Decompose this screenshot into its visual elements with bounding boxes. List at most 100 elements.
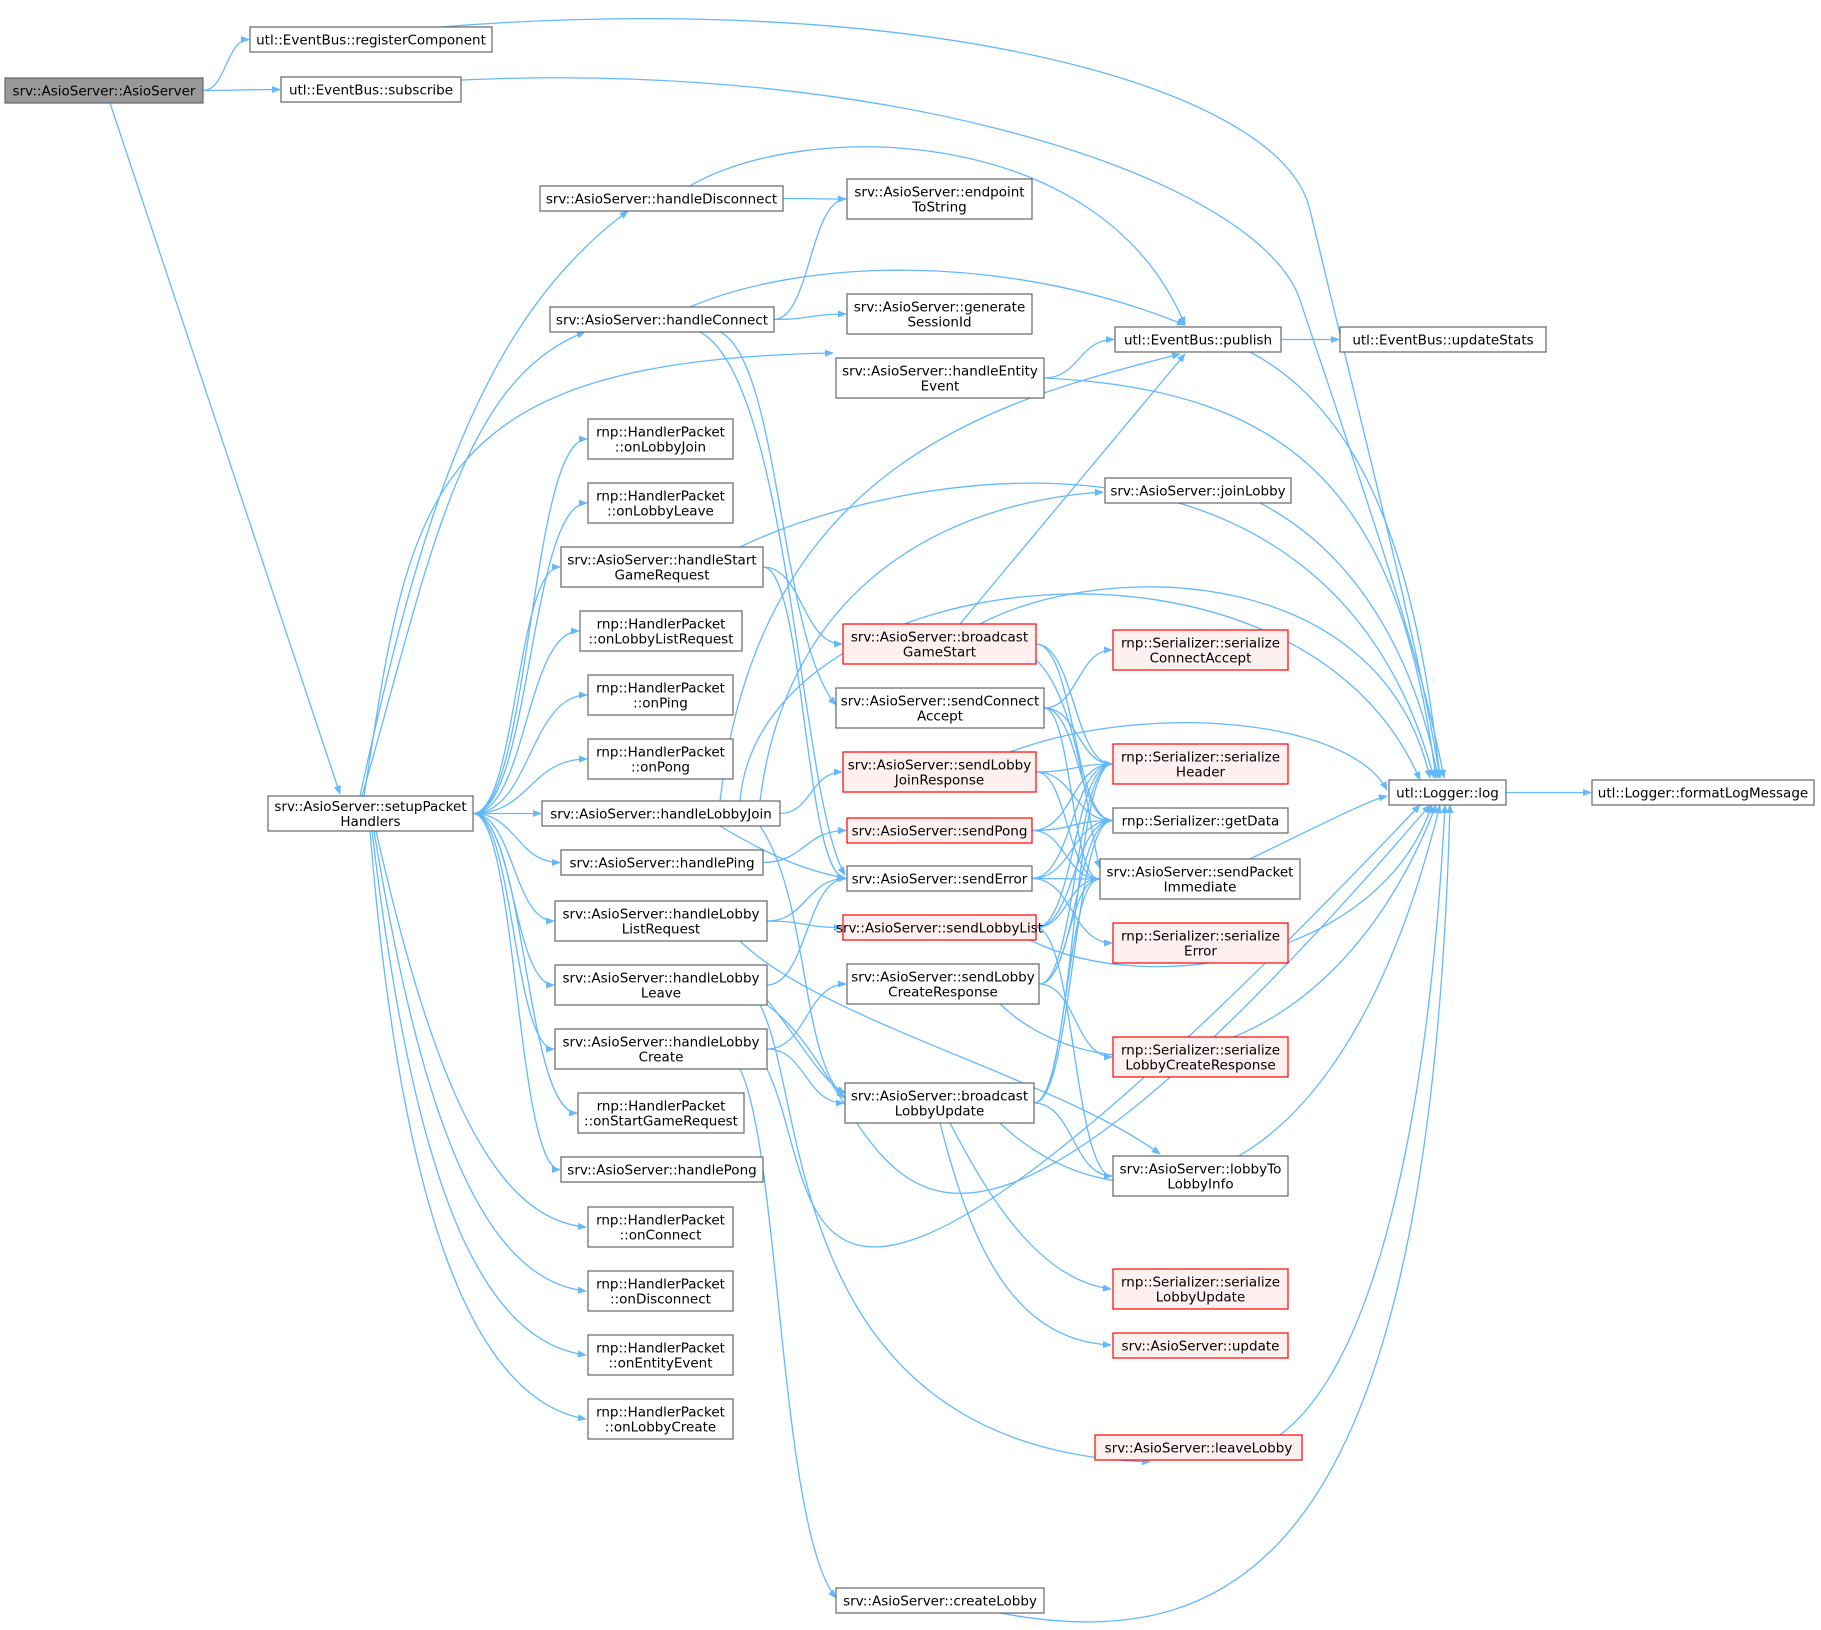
node-regComp[interactable]: utl::EventBus::registerComponent bbox=[249, 26, 493, 53]
node-box[interactable] bbox=[549, 306, 775, 333]
node-box[interactable] bbox=[280, 76, 462, 103]
node-updStats[interactable]: utl::EventBus::updateStats bbox=[1339, 326, 1547, 353]
node-box[interactable] bbox=[842, 914, 1037, 941]
node-box[interactable] bbox=[267, 795, 474, 832]
node-box[interactable] bbox=[1112, 743, 1289, 785]
node-box[interactable] bbox=[1099, 858, 1301, 900]
node-box[interactable] bbox=[1114, 326, 1282, 353]
node-publish[interactable]: utl::EventBus::publish bbox=[1114, 326, 1282, 353]
node-update[interactable]: srv::AsioServer::update bbox=[1112, 1332, 1289, 1359]
node-box[interactable] bbox=[1094, 1434, 1303, 1461]
node-box[interactable] bbox=[587, 1398, 734, 1440]
node-box[interactable] bbox=[587, 738, 734, 780]
node-onLLR[interactable]: rnp::HandlerPacket::onLobbyListRequest bbox=[579, 610, 743, 652]
node-hLJ[interactable]: srv::AsioServer::handleLobbyJoin bbox=[541, 800, 781, 827]
node-box[interactable] bbox=[587, 1270, 734, 1312]
node-box[interactable] bbox=[560, 546, 764, 588]
node-onDisc[interactable]: rnp::HandlerPacket::onDisconnect bbox=[587, 1270, 734, 1312]
node-hDisc[interactable]: srv::AsioServer::handleDisconnect bbox=[539, 185, 784, 212]
node-box[interactable] bbox=[1112, 1268, 1289, 1310]
node-box[interactable] bbox=[1112, 629, 1289, 671]
node-sErr[interactable]: srv::AsioServer::sendError bbox=[846, 865, 1033, 892]
node-box[interactable] bbox=[1112, 1332, 1289, 1359]
node-box[interactable] bbox=[846, 293, 1033, 335]
node-box[interactable] bbox=[554, 1028, 768, 1070]
node-box[interactable] bbox=[835, 1587, 1045, 1614]
node-box[interactable] bbox=[1112, 922, 1289, 964]
node-root[interactable]: srv::AsioServer::AsioServer bbox=[4, 77, 204, 104]
node-onLJ[interactable]: rnp::HandlerPacket::onLobbyJoin bbox=[587, 418, 734, 460]
node-box[interactable] bbox=[842, 623, 1037, 665]
node-onConn[interactable]: rnp::HandlerPacket::onConnect bbox=[587, 1206, 734, 1248]
node-box[interactable] bbox=[560, 1156, 764, 1183]
node-box[interactable] bbox=[249, 26, 493, 53]
node-box[interactable] bbox=[587, 1334, 734, 1376]
node-box[interactable] bbox=[846, 963, 1040, 1005]
node-joinLobby[interactable]: srv::AsioServer::joinLobby bbox=[1104, 477, 1292, 504]
node-hConn[interactable]: srv::AsioServer::handleConnect bbox=[549, 306, 775, 333]
node-box[interactable] bbox=[539, 185, 784, 212]
node-serLCR[interactable]: rnp::Serializer::serializeLobbyCreateRes… bbox=[1112, 1036, 1289, 1078]
node-box[interactable] bbox=[846, 178, 1033, 220]
node-box[interactable] bbox=[1339, 326, 1547, 353]
node-onLL[interactable]: rnp::HandlerPacket::onLobbyLeave bbox=[587, 482, 734, 524]
node-fmt[interactable]: utl::Logger::formatLogMessage bbox=[1591, 779, 1815, 806]
node-box[interactable] bbox=[835, 687, 1045, 729]
node-box[interactable] bbox=[846, 817, 1033, 844]
node-box[interactable] bbox=[587, 674, 734, 716]
node-box[interactable] bbox=[541, 800, 781, 827]
node-box[interactable] bbox=[846, 865, 1033, 892]
node-onEE[interactable]: rnp::HandlerPacket::onEntityEvent bbox=[587, 1334, 734, 1376]
node-onPong[interactable]: rnp::HandlerPacket::onPong bbox=[587, 738, 734, 780]
node-box[interactable] bbox=[554, 900, 768, 942]
node-onSGR[interactable]: rnp::HandlerPacket::onStartGameRequest bbox=[577, 1092, 745, 1134]
node-subscribe[interactable]: utl::EventBus::subscribe bbox=[280, 76, 462, 103]
node-box[interactable] bbox=[1112, 1036, 1289, 1078]
node-onPing[interactable]: rnp::HandlerPacket::onPing bbox=[587, 674, 734, 716]
node-box[interactable] bbox=[560, 849, 764, 876]
node-box[interactable] bbox=[579, 610, 743, 652]
node-box[interactable] bbox=[1112, 807, 1289, 834]
node-log[interactable]: utl::Logger::log bbox=[1388, 779, 1507, 806]
node-box[interactable] bbox=[554, 964, 768, 1006]
node-box[interactable] bbox=[835, 357, 1045, 399]
node-box[interactable] bbox=[577, 1092, 745, 1134]
node-box[interactable] bbox=[842, 751, 1037, 793]
node-box[interactable] bbox=[4, 77, 204, 104]
node-leave[interactable]: srv::AsioServer::leaveLobby bbox=[1094, 1434, 1303, 1461]
node-hPong[interactable]: srv::AsioServer::handlePong bbox=[560, 1156, 764, 1183]
node-box[interactable] bbox=[844, 1082, 1035, 1124]
node-onLC[interactable]: rnp::HandlerPacket::onLobbyCreate bbox=[587, 1398, 734, 1440]
node-cLobby[interactable]: srv::AsioServer::createLobby bbox=[835, 1587, 1045, 1614]
node-hPing[interactable]: srv::AsioServer::handlePing bbox=[560, 849, 764, 876]
node-box[interactable] bbox=[1104, 477, 1292, 504]
node-getData[interactable]: rnp::Serializer::getData bbox=[1112, 807, 1289, 834]
node-box[interactable] bbox=[587, 482, 734, 524]
node-sLL[interactable]: srv::AsioServer::sendLobbyList bbox=[836, 914, 1043, 941]
node-sPong[interactable]: srv::AsioServer::sendPong bbox=[846, 817, 1033, 844]
node-box[interactable] bbox=[587, 418, 734, 460]
node-box[interactable] bbox=[1112, 1155, 1289, 1197]
node-box[interactable] bbox=[587, 1206, 734, 1248]
node-box[interactable] bbox=[1591, 779, 1815, 806]
node-box[interactable] bbox=[1388, 779, 1507, 806]
